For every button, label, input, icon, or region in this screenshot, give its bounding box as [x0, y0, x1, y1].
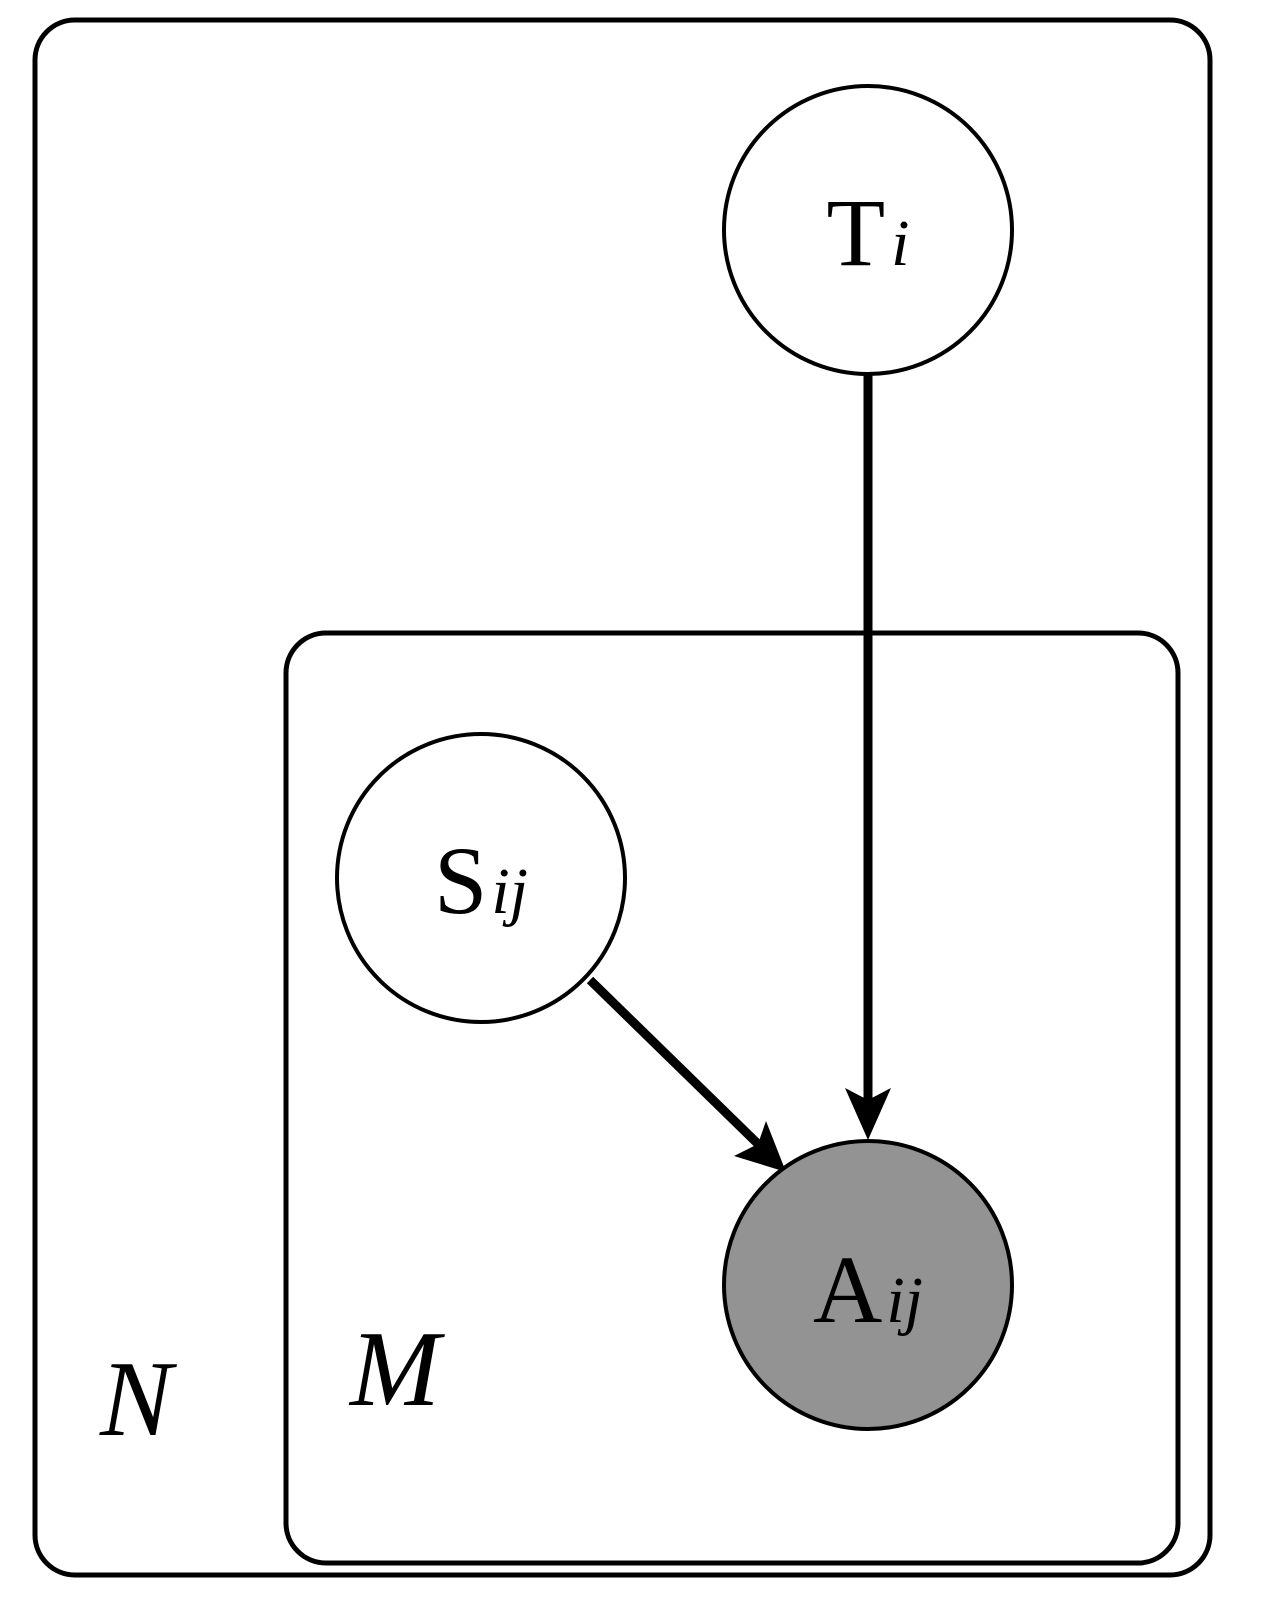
- node-a-label: Aij: [813, 1236, 923, 1343]
- node-s-base: S: [434, 827, 487, 934]
- node-s: [335, 732, 627, 1024]
- node-t-label: Ti: [827, 179, 910, 286]
- outer-plate-label: N: [99, 1340, 178, 1459]
- node-a: [722, 1139, 1014, 1431]
- edge-t-to-a-arrowhead: [845, 1088, 891, 1140]
- inner-plate: [283, 630, 1181, 1566]
- outer-plate: [32, 17, 1213, 1578]
- node-a-base: A: [813, 1236, 882, 1343]
- edge-s-to-a: [586, 976, 762, 1148]
- inner-plate-label: M: [348, 1310, 445, 1429]
- node-t: [722, 84, 1014, 376]
- edge-s-to-a-arrowhead: [734, 1121, 786, 1172]
- node-a-sub: ij: [886, 1264, 923, 1337]
- node-t-sub: i: [891, 207, 909, 280]
- node-s-sub: ij: [491, 855, 528, 928]
- node-t-base: T: [827, 179, 886, 286]
- node-s-label: Sij: [434, 827, 528, 934]
